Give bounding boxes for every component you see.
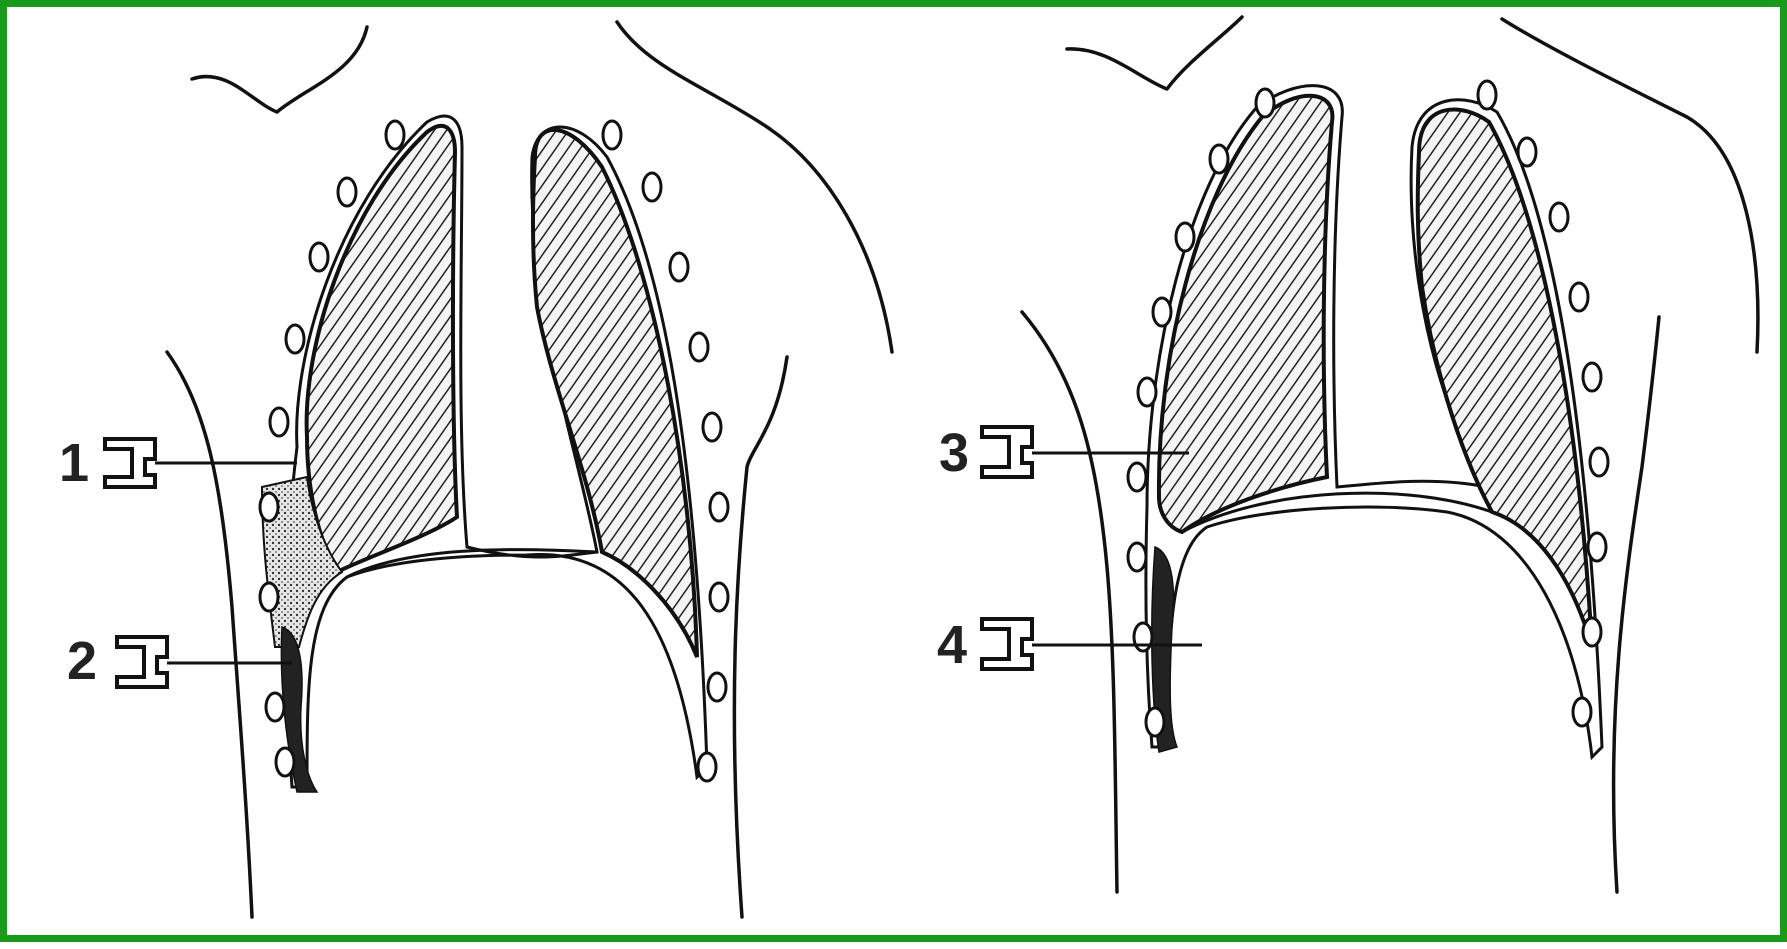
left-panel: 1 2	[59, 22, 892, 917]
rib	[1128, 543, 1146, 571]
rib	[310, 243, 328, 271]
rib	[286, 325, 304, 353]
rib	[1588, 533, 1606, 561]
rib	[1128, 463, 1146, 491]
rib	[1573, 698, 1591, 726]
right-panel-left-lung	[1418, 110, 1592, 647]
rib	[266, 693, 284, 721]
rib	[1518, 138, 1536, 166]
right-torso-outer-left	[1022, 312, 1117, 892]
syringe-1-icon	[105, 439, 155, 487]
right-panel: 3 4	[937, 17, 1758, 892]
rib	[1210, 145, 1228, 173]
rib	[1570, 283, 1588, 311]
rib	[1583, 618, 1601, 646]
needle-2: 2	[67, 631, 292, 691]
rib	[260, 493, 278, 521]
right-panel-right-lung	[1159, 96, 1332, 532]
syringe-4-icon	[982, 619, 1032, 669]
rib	[703, 413, 721, 441]
pleural-puncture-diagram: 1 2	[7, 7, 1787, 949]
needle-1-label: 1	[59, 433, 89, 493]
rib	[708, 673, 726, 701]
rib	[1583, 363, 1601, 391]
rib	[1590, 448, 1608, 476]
needle-1: 1	[59, 433, 297, 493]
syringe-2-icon	[117, 637, 167, 687]
rib	[1478, 81, 1496, 109]
rib	[1550, 203, 1568, 231]
right-torso-outer-right	[1614, 317, 1659, 892]
rib	[670, 253, 688, 281]
rib	[710, 583, 728, 611]
rib	[698, 753, 716, 781]
rib	[338, 178, 356, 206]
left-torso-outer-right	[734, 357, 787, 917]
left-torso-outer-left	[167, 352, 252, 917]
left-panel-right-lung	[307, 126, 457, 572]
rib	[1146, 708, 1164, 736]
rib	[710, 493, 728, 521]
rib	[690, 333, 708, 361]
needle-3-label: 3	[939, 423, 969, 483]
rib	[643, 173, 661, 201]
rib	[270, 408, 288, 436]
rib	[386, 121, 404, 149]
rib	[276, 748, 294, 776]
rib	[603, 121, 621, 149]
needle-4-label: 4	[937, 615, 967, 675]
right-neck-line	[1067, 17, 1242, 89]
needle-2-label: 2	[67, 631, 97, 691]
syringe-3-icon	[982, 427, 1032, 477]
rib	[1176, 223, 1194, 251]
rib	[1256, 89, 1274, 117]
rib	[1134, 623, 1152, 651]
rib	[1153, 298, 1171, 326]
left-neck-line	[192, 27, 367, 112]
rib	[260, 583, 278, 611]
rib	[1138, 378, 1156, 406]
